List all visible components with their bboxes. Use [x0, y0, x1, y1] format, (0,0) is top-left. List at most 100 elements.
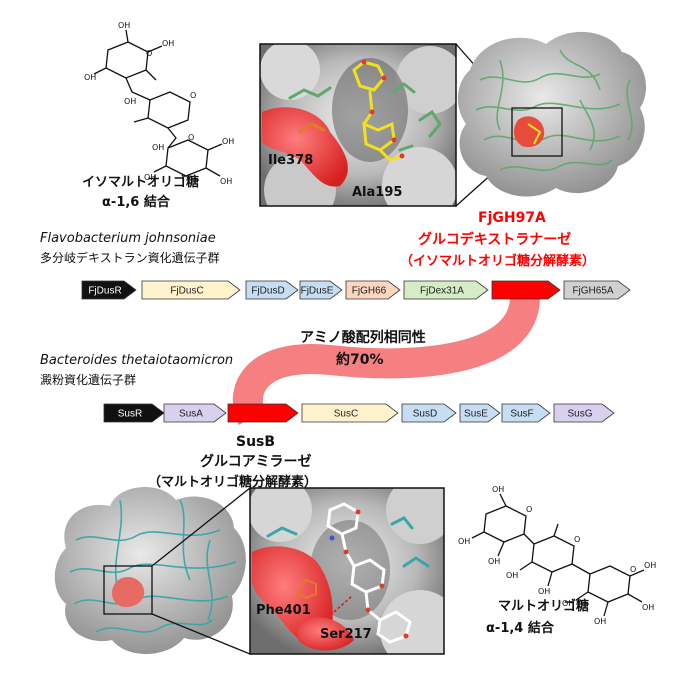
oh-label: OH	[506, 571, 518, 580]
fjgh97a-title: FjGH97A	[478, 210, 546, 226]
gene-arrow: FjDusD	[245, 280, 299, 300]
isomalto-name: イソマルトオリゴ糖	[82, 174, 199, 190]
gene-arrow: FjDusE	[299, 280, 343, 300]
oh-label: OH	[118, 21, 130, 30]
gene-arrow: FjDusR	[81, 280, 137, 300]
oh-label: O	[526, 505, 532, 514]
gene-label: SusF	[510, 409, 533, 420]
zoom-box	[511, 107, 563, 157]
fjgh97a-desc: グルコデキストラナーゼ	[418, 231, 571, 248]
malto-bond: α-1,4 結合	[486, 620, 555, 636]
oh-label: OH	[562, 599, 574, 608]
oh-label: OH	[538, 587, 550, 596]
gene-arrow: FjDex31A	[403, 280, 489, 300]
gene-arrow: FjGH65A	[563, 280, 631, 300]
gene-label: FjDusC	[170, 286, 203, 297]
flavo-cluster: 多分岐デキストラン資化遺伝子群	[40, 250, 220, 265]
oh-label: OH	[642, 603, 654, 612]
oh-label: O	[574, 535, 580, 544]
ala195-label: Ala195	[352, 185, 402, 200]
gene-arrow: SusE	[459, 403, 501, 423]
oh-label: O	[146, 49, 152, 58]
ser217-label: Ser217	[320, 627, 372, 642]
oh-label: OH	[594, 617, 606, 626]
gene-arrow-shape	[141, 280, 241, 300]
zoom-box	[103, 565, 153, 615]
gene-arrow-shape	[345, 280, 401, 300]
gene-arrow-shape	[553, 403, 615, 423]
susb-desc-sub: （マルトオリゴ糖分解酵素）	[148, 474, 317, 490]
gene-arrow-shape	[401, 403, 457, 423]
gene-label: FjDex31A	[420, 286, 464, 297]
susb-protein	[54, 487, 246, 655]
gene-arrow-shape	[491, 280, 561, 300]
gene-arrow: SusC	[301, 403, 399, 423]
gene-arrow: SusR	[103, 403, 165, 423]
homology-label: アミノ酸配列相同性	[300, 329, 426, 346]
oh-label: OH	[144, 173, 156, 182]
gene-arrow-shape	[563, 280, 631, 300]
gene-arrow: SusG	[553, 403, 615, 423]
oh-label: O	[630, 565, 636, 574]
ser217-surface	[298, 617, 354, 651]
zoom-line	[151, 613, 251, 655]
fjgh97a-pocket-panel: Ile378 Ala195	[259, 43, 457, 207]
oh-label: OH	[644, 561, 656, 570]
flavo-species: Flavobacterium johnsoniae	[40, 231, 216, 246]
oh-label: O	[188, 133, 194, 142]
susb-desc: グルコアミラーゼ	[200, 453, 311, 470]
flavo-gene-cluster: FjDusR FjDusC FjDusD FjDusE FjGH66 FjDex31A Fj…	[81, 280, 631, 300]
fjgh97a-desc-sub: （イソマルトオリゴ糖分解酵素）	[400, 253, 595, 269]
gene-label: SusR	[118, 409, 142, 420]
gene-arrow-shape	[227, 403, 299, 423]
fjgh97a-protein	[457, 31, 646, 197]
oh-label: O	[190, 91, 196, 100]
bacteroides-cluster: 澱粉資化遺伝子群	[40, 372, 136, 387]
gene-arrow-shape	[301, 403, 399, 423]
zoom-line	[151, 487, 251, 567]
isomalto-bond: α-1,6 結合	[102, 194, 171, 210]
susb-title: SusB	[236, 434, 275, 450]
homology-band	[232, 295, 540, 425]
gene-arrow-shape	[459, 403, 501, 423]
oh-label: OH	[222, 137, 234, 146]
oh-label: OH	[124, 97, 136, 106]
gene-arrow-shape	[103, 403, 165, 423]
gene-label: FjDusE	[301, 286, 334, 297]
gene-arrow-shape	[403, 280, 489, 300]
gene-arrow: SusA	[163, 403, 227, 423]
gene-arrow: FjGH66	[345, 280, 401, 300]
ile378-label: Ile378	[268, 153, 313, 168]
gene-label: FjDusR	[88, 286, 121, 297]
gene-arrow	[227, 403, 299, 423]
gene-label: FjDusD	[251, 286, 284, 297]
oh-label: OH	[488, 557, 500, 566]
gene-label: SusC	[334, 409, 358, 420]
oh-label: OH	[220, 177, 232, 186]
malto-name: マルトオリゴ糖	[498, 598, 589, 614]
bacteroides-gene-cluster: SusR SusA SusC SusD SusE SusF SusG	[103, 403, 615, 423]
gene-label: FjGH66	[352, 286, 387, 297]
gene-label: SusG	[567, 409, 592, 420]
oh-label: OH	[84, 73, 96, 82]
malto-structure	[471, 493, 645, 617]
gene-arrow-shape	[245, 280, 299, 300]
oh-label: OH	[152, 143, 164, 152]
gene-arrow: SusD	[401, 403, 457, 423]
gene-arrow-shape	[299, 280, 343, 300]
gene-arrow: FjDusC	[141, 280, 241, 300]
homology-value: 約70%	[336, 351, 384, 368]
gene-label: SusA	[179, 409, 203, 420]
gene-arrow: SusF	[501, 403, 551, 423]
gene-label: SusE	[464, 409, 488, 420]
isomalto-structure	[93, 29, 223, 177]
gene-arrow-shape	[501, 403, 551, 423]
oh-label: OH	[458, 537, 470, 546]
bacteroides-species: Bacteroides thetaiotaomicron	[40, 353, 233, 368]
oh-label: OH	[162, 39, 174, 48]
gene-label: SusD	[413, 409, 437, 420]
gene-arrow	[491, 280, 561, 300]
phe401-label: Phe401	[256, 603, 311, 618]
